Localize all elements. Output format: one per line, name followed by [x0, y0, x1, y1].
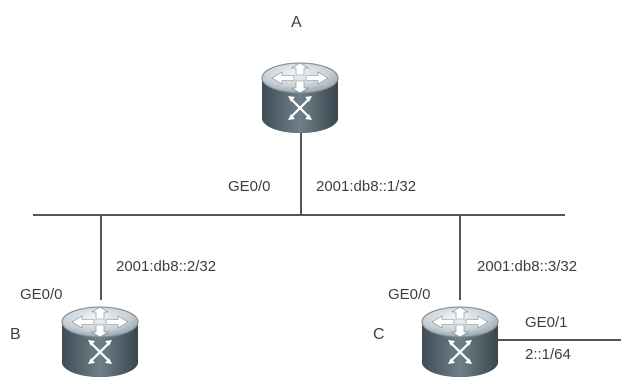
router-icon — [60, 305, 140, 379]
router-c-name: C — [373, 326, 385, 343]
router-a-address: 2001:db8::1/32 — [316, 178, 417, 195]
router-c-interface-2: GE0/1 — [525, 314, 568, 331]
router-a-name: A — [291, 14, 302, 31]
router-a-interface: GE0/0 — [228, 178, 271, 195]
router-c-address: 2001:db8::3/32 — [477, 258, 578, 275]
router-b-interface: GE0/0 — [20, 286, 63, 303]
router-icon — [420, 305, 500, 379]
router-c-interface: GE0/0 — [388, 286, 431, 303]
router-b-address: 2001:db8::2/32 — [116, 258, 217, 275]
router-c-address-2: 2::1/64 — [525, 346, 571, 363]
router-b-name: B — [10, 326, 21, 343]
router-icon — [260, 61, 340, 135]
